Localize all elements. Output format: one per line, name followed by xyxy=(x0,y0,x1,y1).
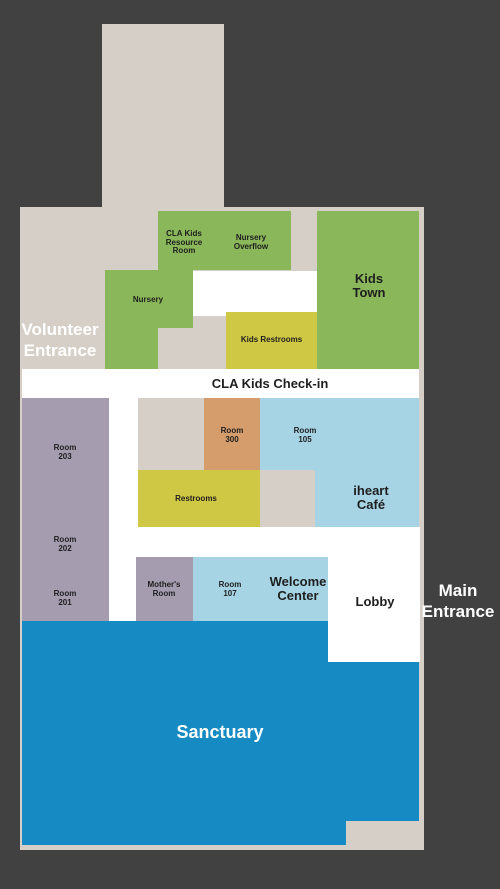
room-105-label: Room 105 xyxy=(293,426,317,444)
room-105 xyxy=(260,398,419,470)
room-201-label: Room 201 xyxy=(53,589,77,607)
nursery-label: Nursery xyxy=(132,294,164,304)
restrooms-label: Restrooms xyxy=(175,493,217,503)
room-203 xyxy=(22,398,109,621)
kids-restrooms-label: Kids Restrooms xyxy=(240,334,303,344)
mothers-room-label: Mother's Room xyxy=(147,580,181,598)
hallway-west xyxy=(109,398,138,621)
sanctuary-label: Sanctuary xyxy=(176,722,264,743)
hallway-checkin xyxy=(22,369,419,398)
room-300-label: Room 300 xyxy=(220,426,244,444)
restrooms xyxy=(138,470,260,527)
welcome-center-label: Welcome Center xyxy=(269,573,327,603)
nursery-lower xyxy=(105,328,158,369)
iheart-cafe-label: iheart Café xyxy=(353,482,389,512)
kids-restrooms xyxy=(226,312,317,369)
room-202-label: Room 202 xyxy=(53,535,77,553)
north-tower xyxy=(102,24,224,214)
sanctuary-east xyxy=(328,662,419,821)
kids-town xyxy=(317,211,419,369)
sanctuary-south xyxy=(328,821,346,845)
mothers-room xyxy=(136,557,193,621)
cla-kids-checkin-label: CLA Kids Check-in xyxy=(211,375,329,391)
lobby-label: Lobby xyxy=(355,593,395,609)
cla-kids-resource-room xyxy=(158,211,210,270)
hallway-lobby xyxy=(328,527,420,662)
iheart-cafe xyxy=(315,470,419,527)
hallway-north xyxy=(193,271,317,316)
cla-kids-resource-room-label: CLA Kids Resource Room xyxy=(165,228,203,256)
nursery-overflow-label: Nursery Overflow xyxy=(233,233,269,251)
main-entrance-label: Main Entrance xyxy=(421,580,495,621)
nursery-overflow xyxy=(210,211,291,270)
room-300 xyxy=(204,398,260,470)
nursery xyxy=(105,270,193,328)
volunteer-entrance-label: Volunteer Entrance xyxy=(21,319,99,360)
room-107 xyxy=(193,557,328,621)
kids-town-label: Kids Town xyxy=(352,270,386,300)
sanctuary xyxy=(22,621,328,845)
room-203-label: Room 203 xyxy=(53,443,77,461)
room-107-label: Room 107 xyxy=(218,580,242,598)
